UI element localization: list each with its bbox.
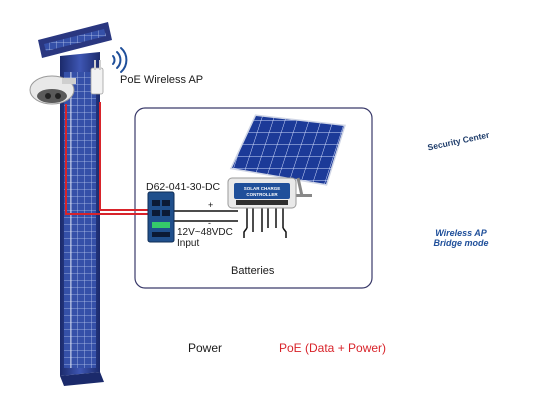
voltage-label: 12V~48VDC Input — [177, 227, 233, 249]
bridge-line-2: Bridge mode — [433, 238, 489, 248]
voltage-line-1: 12V~48VDC — [177, 227, 233, 238]
controller-label: SOLAR CHARGE CONTROLLER — [236, 186, 288, 198]
plus-label: + — [208, 200, 213, 210]
access-point-icon — [90, 60, 104, 95]
batteries-label: Batteries — [231, 265, 275, 277]
switch-model-label: D62-041-30-DC — [146, 181, 221, 193]
legend-power-label: Power — [188, 341, 223, 355]
wifi-icon — [112, 47, 128, 73]
controller-line-2: CONTROLLER — [246, 192, 278, 197]
legend-poe-label: PoE (Data + Power) — [279, 341, 387, 355]
bridge-line-1: Wireless AP — [435, 228, 487, 238]
voltage-line-2: Input — [177, 238, 200, 249]
bridge-mode-label: Wireless AP Bridge mode — [424, 228, 498, 248]
controller-line-1: SOLAR CHARGE — [243, 186, 281, 191]
minus-label: - — [208, 218, 211, 228]
charge-controller — [227, 177, 297, 209]
switch-icon — [147, 191, 175, 243]
dome-camera — [29, 75, 76, 105]
power-cables — [172, 161, 293, 238]
ap-label: PoE Wireless AP — [120, 74, 204, 86]
poe-cables — [65, 102, 152, 215]
solar-panel-icon — [229, 114, 346, 197]
